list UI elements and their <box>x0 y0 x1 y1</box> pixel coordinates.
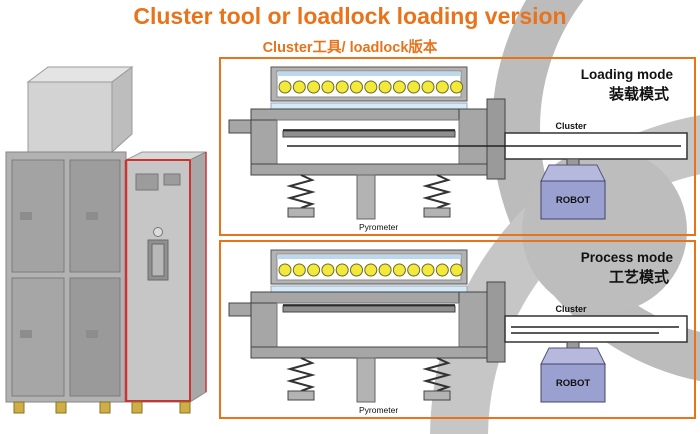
chamber-body <box>228 281 506 363</box>
pyrometer: Pyrometer <box>356 357 398 415</box>
lamp-array <box>278 263 464 277</box>
cluster-label: Cluster <box>555 121 587 131</box>
page-subtitle: Cluster工具/ loadlock版本 <box>262 40 438 56</box>
robot-unit: ROBOT <box>540 347 606 403</box>
equipment-render <box>5 66 207 414</box>
pyrometer-column <box>356 357 376 403</box>
gate-valve <box>486 98 506 180</box>
quartz-window <box>270 285 468 293</box>
pyrometer-column <box>356 174 376 220</box>
robot-label: ROBOT <box>556 378 591 389</box>
spring-right <box>422 357 452 401</box>
robot-unit: ROBOT <box>540 164 606 220</box>
cluster-label: Cluster <box>555 304 587 314</box>
page-title: Cluster tool or loadlock loading version <box>133 3 567 29</box>
chamber-body <box>228 98 506 180</box>
spring-left <box>286 357 316 401</box>
lamp-housing <box>270 249 468 293</box>
panel-loading-mode: ROBOT Pyrometer Cluster Loading mode 装载模… <box>219 57 696 236</box>
spring-left <box>286 174 316 218</box>
cluster-port <box>287 132 688 166</box>
quartz-window <box>270 102 468 110</box>
cluster-port <box>504 315 688 349</box>
mode-label-cn: 装载模式 <box>608 85 669 103</box>
pyrometer-label: Pyrometer <box>359 405 398 415</box>
susceptor <box>282 305 456 313</box>
robot-box <box>540 180 606 220</box>
lamp-array <box>278 80 464 94</box>
pyrometer-label: Pyrometer <box>359 222 398 232</box>
robot-label: ROBOT <box>556 195 591 206</box>
machine-main-cabinet <box>5 151 127 403</box>
mode-label-cn: 工艺模式 <box>609 268 669 286</box>
susceptor <box>282 130 456 138</box>
machine-feet <box>13 401 191 414</box>
machine-right-cabinet <box>124 151 207 403</box>
spring-right <box>422 174 452 218</box>
mode-label: Process mode <box>581 250 674 265</box>
pyrometer: Pyrometer <box>356 174 398 232</box>
gate-valve <box>486 281 506 363</box>
machine-hood <box>26 66 134 154</box>
header: Cluster tool or loadlock loading version… <box>0 0 700 57</box>
robot-box <box>540 363 606 403</box>
mode-label: Loading mode <box>581 67 674 82</box>
panel-process-mode: ROBOT Pyrometer Cluster Process mode 工艺模… <box>219 240 696 419</box>
lamp-housing <box>270 66 468 110</box>
